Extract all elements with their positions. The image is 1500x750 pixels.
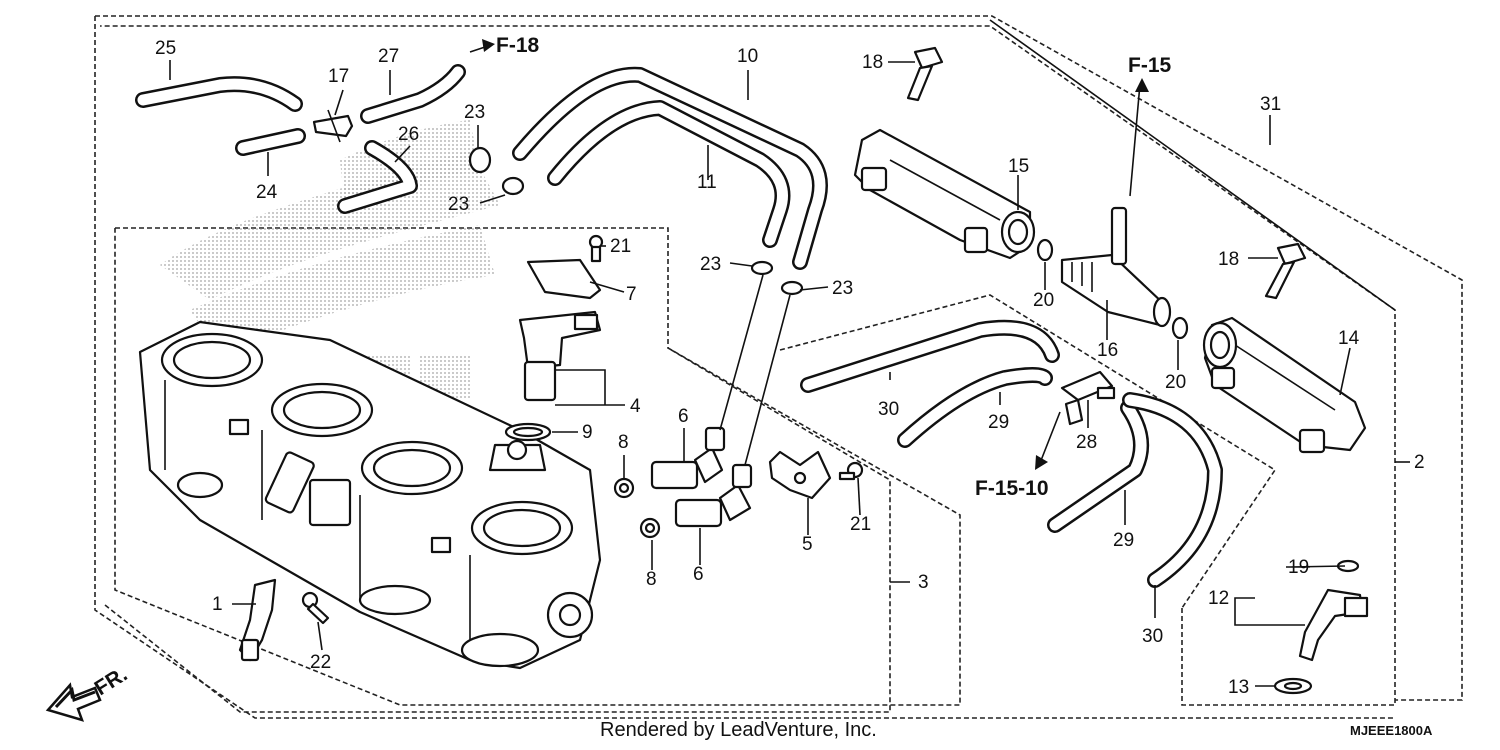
part-15-fuel-rail — [853, 128, 1036, 260]
callout-21-lower: 21 — [850, 514, 871, 535]
callout-30-left: 30 — [878, 399, 899, 420]
part-9-oring — [504, 422, 552, 442]
callout-26: 26 — [398, 124, 419, 145]
callout-8-upper: 8 — [618, 432, 629, 453]
callout-23-b: 23 — [448, 194, 469, 215]
assembly-boundaries — [94, 15, 1463, 719]
part-12-injector — [1273, 559, 1369, 695]
callout-11: 11 — [697, 172, 717, 193]
part-5-bracket — [768, 450, 832, 500]
part-7-gasket — [526, 258, 602, 300]
callout-6-upper: 6 — [678, 406, 689, 427]
callout-19: 19 — [1288, 557, 1309, 578]
part-28-joint — [1060, 370, 1116, 426]
render-credit: Rendered by LeadVenture, Inc. — [600, 719, 877, 741]
callout-20-left: 20 — [1033, 290, 1054, 311]
front-direction-arrow-icon — [45, 682, 102, 722]
throttle-body-assembly — [138, 320, 602, 670]
callout-17: 17 — [328, 66, 349, 87]
callout-14: 14 — [1338, 328, 1360, 349]
part-20-orings — [1036, 238, 1189, 340]
hoses-29-30 — [800, 319, 1223, 588]
part-22-bolt — [301, 591, 330, 625]
ref-f18: F-18 — [496, 34, 540, 57]
callout-24: 24 — [256, 182, 278, 203]
callout-7: 7 — [626, 284, 637, 305]
part-8-washer-upper — [613, 477, 635, 499]
callout-8-lower: 8 — [646, 569, 657, 590]
arrowheads — [482, 39, 1149, 470]
part-18-bolt-upper — [906, 46, 944, 102]
callout-28: 28 — [1076, 432, 1097, 453]
callout-25: 25 — [155, 38, 176, 59]
callout-29-left: 29 — [988, 412, 1009, 433]
callout-12: 12 — [1208, 588, 1229, 609]
callout-1: 1 — [212, 594, 223, 615]
callout-10: 10 — [737, 46, 758, 67]
callout-29-right: 29 — [1113, 530, 1134, 551]
callout-18-lower: 18 — [1218, 249, 1239, 270]
leader-lines — [169, 19, 1410, 687]
callout-13: 13 — [1228, 677, 1249, 698]
callout-21-top: 21 — [610, 236, 631, 257]
callout-9: 9 — [582, 422, 593, 443]
part-16-fuel-joint — [1060, 206, 1172, 328]
callout-31: 31 — [1260, 94, 1281, 115]
callout-15: 15 — [1008, 156, 1029, 177]
part-18-bolt-lower — [1264, 242, 1307, 300]
part-21-screw-top — [588, 234, 604, 263]
callout-3: 3 — [918, 572, 929, 593]
callout-22: 22 — [310, 652, 331, 673]
part-4-sensor — [518, 310, 602, 402]
callout-16: 16 — [1097, 340, 1118, 361]
callout-6-lower: 6 — [693, 564, 704, 585]
ref-f15-10: F-15-10 — [975, 477, 1049, 500]
callout-27: 27 — [378, 46, 399, 67]
callout-4: 4 — [630, 396, 641, 417]
part-14-fuel-rail — [1202, 316, 1367, 454]
callout-23-d: 23 — [832, 278, 853, 299]
callout-5: 5 — [802, 534, 813, 555]
part-1-sensor — [238, 578, 277, 662]
clamps-23 — [468, 146, 804, 296]
callout-labels: 25 17 27 F-18 23 26 24 23 10 11 23 23 21… — [91, 34, 1425, 700]
callout-30-right: 30 — [1142, 626, 1163, 647]
hoses-top-left — [135, 64, 466, 214]
callout-2: 2 — [1414, 452, 1425, 473]
part-6-valve-upper — [650, 426, 726, 490]
callout-18-upper: 18 — [862, 52, 883, 73]
callout-23-c: 23 — [700, 254, 721, 275]
callout-23-a: 23 — [464, 102, 485, 123]
ref-f15: F-15 — [1128, 54, 1172, 77]
part-21-screw-lower — [838, 461, 864, 481]
diagram-code: MJEEE1800A — [1350, 723, 1433, 738]
part-8-washer-lower — [639, 517, 661, 539]
callout-20-right: 20 — [1165, 372, 1186, 393]
part-6-valve-lower — [674, 463, 753, 528]
hoses-10-11 — [512, 66, 828, 466]
